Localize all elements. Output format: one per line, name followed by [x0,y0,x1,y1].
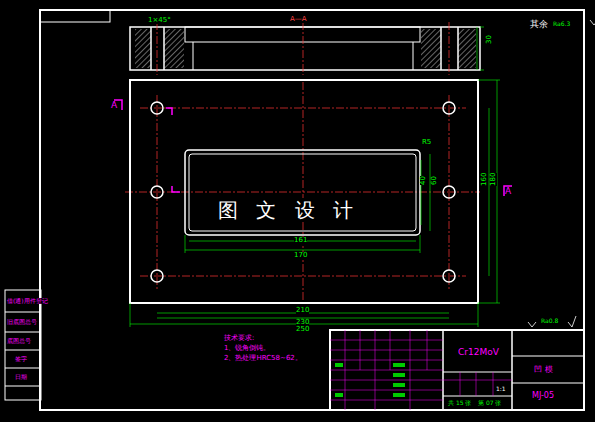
drawing-number: MJ-05 [532,392,554,400]
dimension: 60 [431,176,438,185]
dimension: 30 [486,35,493,44]
dimension: 40 [420,176,427,185]
material: Cr12MoV [458,348,499,357]
strip-label: 底图总号 [7,338,31,344]
strip-label: 借(通)用件登记 [7,298,48,304]
dimension: 230 [296,319,309,326]
section-name: A—A [290,16,307,23]
dimension: 160 [481,173,488,186]
part-name: 凹 模 [534,366,553,374]
watermark: 图 文 设 计 [212,198,365,222]
section-mark: A [505,187,511,196]
surface-note: 其余 [530,20,548,29]
dimension: 180 [490,173,497,186]
strip-label: 旧底图总号 [7,319,37,325]
scale: 1:1 [496,386,506,392]
dimension: 250 [296,326,309,333]
sheet-count: 共 15 张 [448,400,471,406]
roughness: Ra6.3 [553,21,570,27]
chamfer-note: 1×45° [148,17,171,24]
note-line: 2、热处理HRC58~62。 [224,355,302,362]
dimension: 210 [296,307,309,314]
section-mark: A [111,101,117,110]
strip-label: 日期 [15,374,27,380]
dimension: 161 [294,237,307,244]
note-line: 1、锐角倒钝。 [224,345,270,352]
note-heading: 技术要求: [224,335,254,342]
strip-label: 签字 [15,356,27,362]
dimension: R5 [422,139,431,146]
sheet-number: 第 07 张 [478,400,501,406]
dimension: 170 [294,252,307,259]
roughness: Ra0.8 [541,318,558,324]
